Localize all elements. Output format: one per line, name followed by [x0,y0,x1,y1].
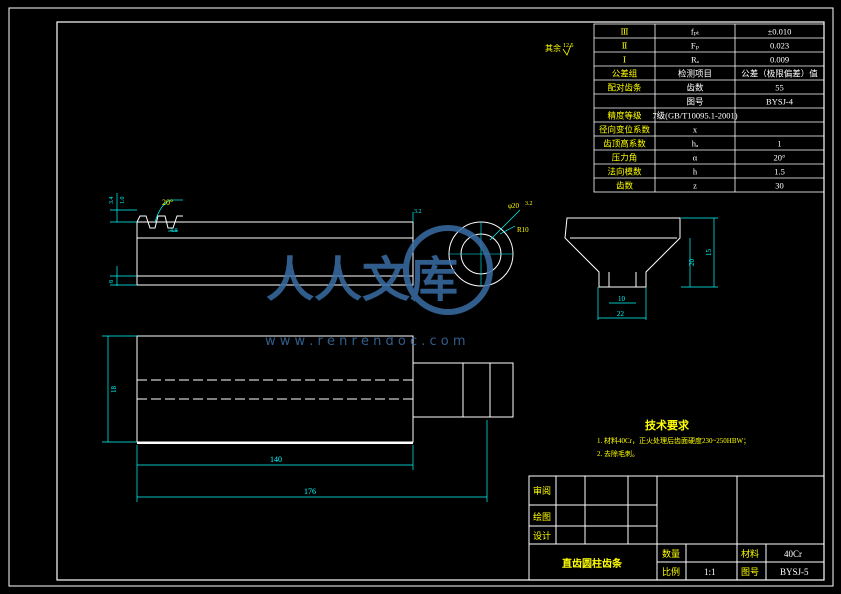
table-cell: hₐ [692,139,699,149]
table-cell: x [693,125,698,135]
dim-cup-height: 15 [705,249,713,257]
title-material-label: 材料 [741,548,759,559]
table-cell: 1.5 [774,167,785,177]
table-cell: 法向模数 [607,167,642,177]
table-cell: 精度等级 [607,111,642,121]
table-cell: Ⅲ [620,27,628,37]
table-cell: α [693,153,698,163]
hole-rough: 3.2 [525,201,533,207]
table-cell: 0.023 [770,41,789,51]
title-reviewed: 审阅 [533,485,551,496]
surface-note-label: 其余 [545,43,561,53]
title-drawing-no-label: 图号 [741,567,759,577]
table-cell: z [693,181,697,191]
dim-cup-d2: 22 [617,310,625,318]
watermark-url: w w w . r e n r e n d o c . c o m [265,334,466,349]
side-view-dimensions [110,193,414,286]
hole-radius: R10 [517,226,529,234]
dim-length-140: 140 [270,455,282,464]
tech-req-line1: 1. 材料40Cr，正火处理后齿面硬度230~250HBW； [597,436,750,445]
dim-length-176: 176 [304,487,316,496]
dim-cup-d1: 10 [618,295,626,303]
table-cell: Ⅱ [622,41,628,51]
title-block [528,475,825,581]
table-cell: 图号 [686,97,703,107]
dim-top-left-a: 3.4 [109,197,115,205]
table-cell: Rₐ [691,55,700,65]
dim-shaft-left: 8 [109,280,115,283]
hole-leaders [489,209,521,241]
table-cell: 径向变位系数 [599,125,651,135]
table-cell: 公差（极限偏差）值 [741,69,818,79]
table-cell: 齿数 [616,181,634,191]
dim-front-height: 18 [110,386,118,394]
title-scale-label: 比例 [662,566,680,577]
inner-border [56,21,825,581]
table-cell: ±0.010 [768,27,792,37]
roughness-symbol-icon [562,44,572,56]
tech-req-title: 技术要求 [645,418,690,432]
outer-border [8,7,834,587]
parameter-table [593,23,825,193]
dim-rough-top: 3.2 [414,209,422,215]
hole-view [448,221,514,287]
cup-view [564,217,681,288]
table-cell: 齿数 [686,83,704,93]
surface-note-value: 12.5 [563,43,574,49]
title-scale: 1:1 [704,567,716,577]
title-material: 40Cr [784,549,802,559]
tech-req-line2: 2. 去除毛刺。 [597,449,639,458]
title-qty-label: 数量 [662,548,680,559]
table-cell: 检测项目 [678,69,712,79]
table-cell: 55 [775,83,784,93]
rack-side-view [136,215,414,286]
table-cell: 公差组 [612,69,638,79]
dim-pitch: 4.9 [170,228,178,234]
title-drawing-no: BYSJ-5 [780,567,809,577]
dim-top-left-b: 1.0 [120,197,126,205]
dim-angle: 20° [162,198,173,207]
table-cell: 配对齿条 [607,83,642,93]
table-cell: h [693,167,698,177]
table-cell: Fₚ [691,41,700,51]
table-cell: 0.009 [770,55,789,65]
table-cell: 7级(GB/T10095.1-2001) [652,111,737,121]
table-cell: 30 [775,181,784,191]
table-cell: fₚₜ [691,27,700,37]
watermark: 人人文库 w w w . r e n r e n d o c . c o m [265,225,493,349]
title-drawn: 绘图 [533,511,551,522]
table-cell: 20° [774,153,786,163]
cup-dimensions [597,217,718,320]
rack-front-view [136,335,514,444]
title-designed: 设计 [533,530,551,541]
dim-cup-depth: 20 [688,259,696,267]
hole-callout: φ20 [508,202,520,210]
table-cell: BYSJ-4 [766,97,794,107]
front-view-dimensions [102,335,488,502]
watermark-text: 人人文库 [266,252,458,308]
watermark-logo-icon [403,225,493,315]
table-cell: 压力角 [612,153,638,163]
table-cell: Ⅰ [623,55,626,65]
title-part-name: 直齿圆柱齿条 [562,557,623,570]
table-cell: 1 [777,139,781,149]
table-cell: 齿顶高系数 [603,139,646,149]
